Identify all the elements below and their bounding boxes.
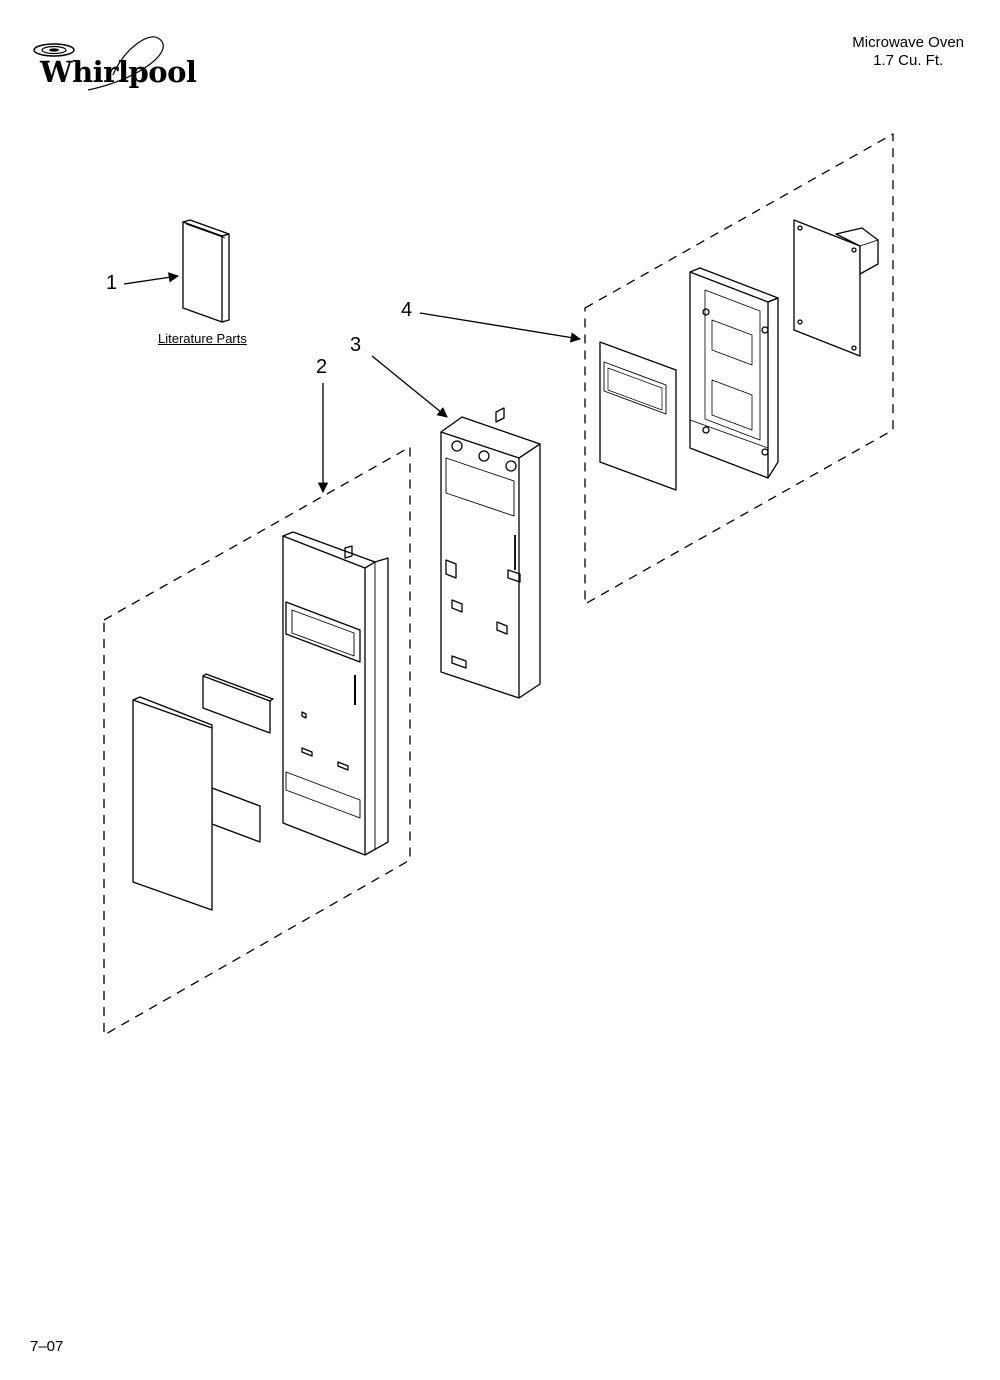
leader-4	[419, 312, 582, 343]
keypad-board	[599, 341, 677, 491]
leader-3	[371, 355, 448, 418]
logo-wordmark: Whirlpool	[40, 55, 197, 89]
overlay-label	[211, 787, 261, 843]
control-panel-frame	[440, 407, 541, 699]
assembly-2-boundary	[103, 446, 411, 1036]
front-touch-overlay	[132, 699, 213, 911]
product-name: Microwave Oven	[852, 34, 964, 51]
literature-parts-label: Literature Parts	[158, 331, 247, 346]
product-capacity: 1.7 Cu. Ft.	[873, 52, 944, 69]
control-bracket	[689, 267, 779, 479]
revision-code: 7–07	[30, 1338, 64, 1355]
product-title: Microwave Oven 1.7 Cu. Ft.	[852, 34, 964, 70]
callout-3: 3	[350, 334, 362, 356]
callout-2: 2	[316, 356, 328, 378]
leader-1	[123, 272, 180, 285]
main-control-board	[793, 219, 879, 357]
literature-booklet	[182, 219, 230, 323]
control-panel-housing	[282, 531, 389, 856]
callout-4: 4	[401, 299, 413, 321]
whirlpool-logo	[33, 36, 164, 91]
callout-1: 1	[106, 272, 118, 294]
display-window	[202, 675, 271, 734]
